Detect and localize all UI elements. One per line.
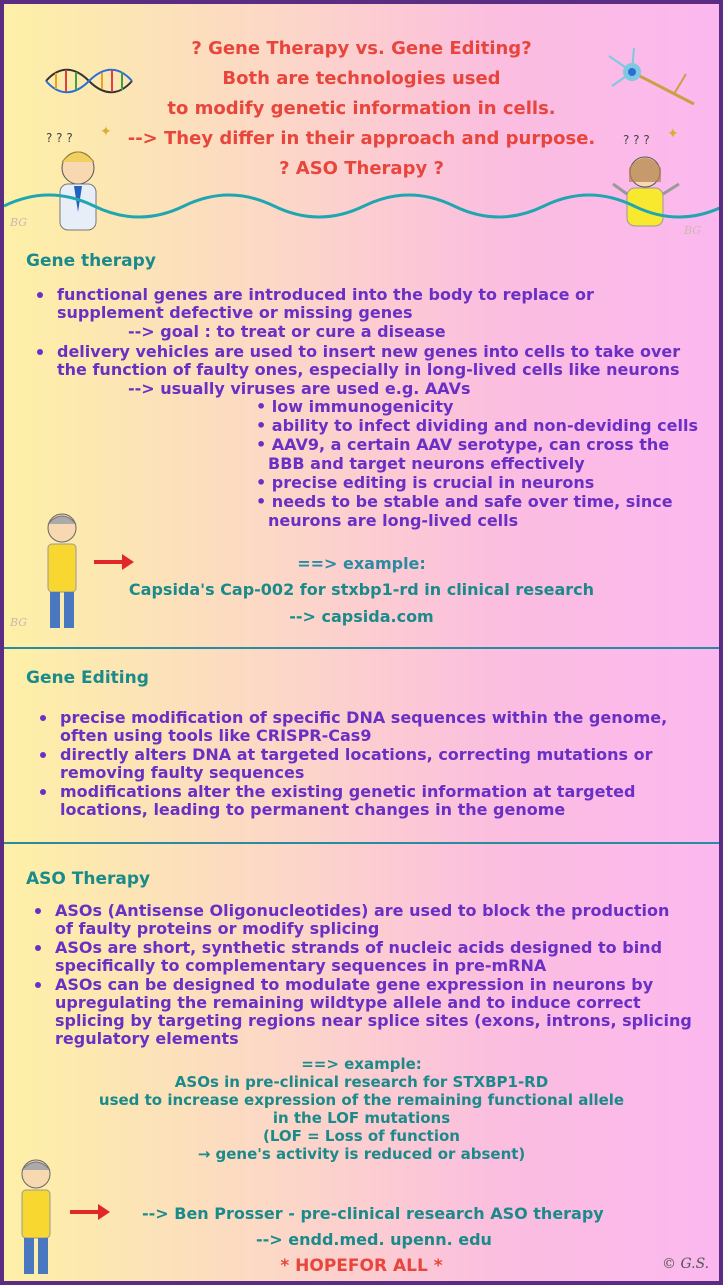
bullet-text: precise modification of specific DNA seq… [60,708,668,727]
svg-text:✦: ✦ [100,124,112,140]
bullet-dot [40,752,46,758]
bullet-text: functional genes are introduced into the… [57,285,594,304]
aso-example-line: (LOF = Loss of function [263,1127,460,1145]
aav-property: • ability to infect dividing and non-dev… [256,416,698,435]
gene-therapy-title: Gene therapy [26,251,156,271]
red-arrow-icon [70,1204,110,1220]
watermark: BG [10,616,28,629]
bullet-text: splicing by targeting regions near splic… [55,1011,692,1030]
aso-example-line: ASOs in pre-clinical research for STXBP1… [174,1073,549,1091]
gene-therapy-example: Capsida's Cap-002 for stxbp1-rd in clini… [128,580,595,599]
red-arrow-icon [94,554,134,570]
capsida-link[interactable]: --> capsida.com [289,607,434,626]
gene-editing-title: Gene Editing [26,668,149,688]
section-divider [4,647,719,649]
bullet-text: regulatory elements [55,1029,239,1048]
bullet-text: ASOs can be designed to modulate gene ex… [55,975,654,994]
svg-text:? ? ?: ? ? ? [46,131,73,145]
aav-property: • low immunogenicity [256,397,454,416]
watermark: BG [684,224,702,237]
aav-property: BBB and target neurons effectively [268,454,585,473]
aso-example-line: in the LOF mutations [272,1109,451,1127]
bullet-text: the function of faulty ones, especially … [57,360,680,379]
dna-helix-illustration [45,68,133,94]
bullet-text: delivery vehicles are used to insert new… [57,342,681,361]
aav-property: • AAV9, a certain AAV serotype, can cros… [256,435,670,454]
person-illustration [21,1159,51,1274]
ben-prosser-reference: --> Ben Prosser - pre-clinical research … [142,1204,604,1223]
aso-example-label: ==> example: [301,1055,422,1073]
gene-therapy-example-label: ==> example: [297,554,426,573]
bullet-dot [37,349,43,355]
aso-therapy-title: ASO Therapy [26,869,151,889]
bullet-text: often using tools like CRISPR-Cas9 [60,726,372,745]
aav-property: neurons are long-lived cells [268,511,519,530]
bullet-text: locations, leading to permanent changes … [60,800,566,819]
aav-property: • needs to be stable and safe over time,… [256,492,673,511]
viruses-line: --> usually viruses are used e.g. AAVs [128,379,471,398]
header-line-5: ? ASO Therapy ? [279,158,444,179]
aav-property: • precise editing is crucial in neurons [256,473,595,492]
bullet-text: removing faulty sequences [60,763,305,782]
neuron-illustration [608,47,695,106]
aso-example-line: used to increase expression of the remai… [98,1091,625,1109]
wave-divider [4,193,719,219]
bullet-dot [40,715,46,721]
svg-text:✦: ✦ [667,126,679,142]
bullet-text: of faulty proteins or modify splicing [55,919,380,938]
section-divider [4,842,719,844]
header-line-3: to modify genetic information in cells. [167,98,556,119]
aso-example-line: → gene's activity is reduced or absent) [197,1145,526,1163]
bullet-dot [35,908,41,914]
person-illustration [47,513,77,628]
thinking-person-illustration: ? ? ? ✦ [46,124,112,231]
bullet-text: supplement defective or missing genes [57,303,413,322]
bullet-dot [40,789,46,795]
bullet-dot [35,982,41,988]
infographic: ? Gene Therapy vs. Gene Editing? Both ar… [4,4,719,1281]
upenn-link[interactable]: --> endd.med. upenn. edu [256,1230,492,1249]
header-line-1: ? Gene Therapy vs. Gene Editing? [191,38,532,59]
bullet-text: modifications alter the existing genetic… [60,782,636,801]
thinking-girl-illustration: ? ? ? ✦ [612,126,680,227]
header-line-4: --> They differ in their approach and pu… [127,128,596,149]
bullet-text: ASOs (Antisense Oligonucleotides) are us… [55,901,670,920]
goal-line: --> goal : to treat or cure a disease [128,322,446,341]
svg-text:? ? ?: ? ? ? [623,133,650,147]
copyright-signature: © G.S. [662,1256,710,1272]
bullet-text: ASOs are short, synthetic strands of nuc… [55,938,663,957]
bullet-text: upregulating the remaining wildtype alle… [55,993,641,1012]
header-line-2: Both are technologies used [222,68,501,89]
bullet-text: directly alters DNA at targeted location… [60,745,653,764]
watermark: BG [10,216,28,229]
bullet-text: specifically to complementary sequences … [55,956,547,975]
bullet-dot [35,945,41,951]
bullet-dot [37,292,43,298]
hope-for-all-footer: * HOPEFOR ALL * [280,1256,443,1276]
